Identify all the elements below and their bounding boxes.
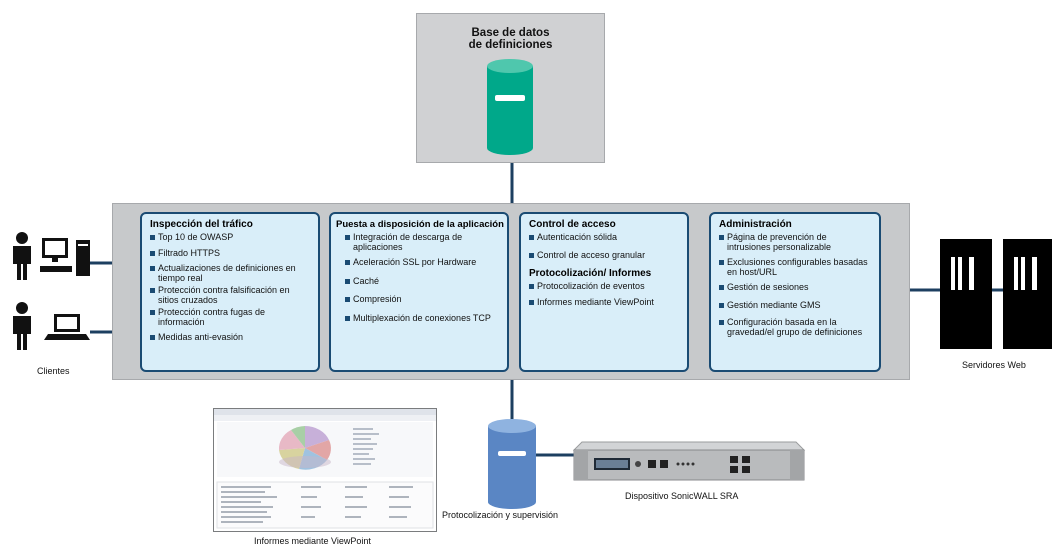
- list-item: Multiplexación de conexiones TCP: [345, 313, 499, 324]
- database-cylinder-icon: [487, 59, 533, 155]
- clients-label: Clientes: [37, 366, 70, 376]
- list-item: Protección contra fugas de información: [150, 307, 310, 327]
- panel-administration: Administración Página de prevención de i…: [709, 212, 881, 372]
- viewpoint-report-thumbnail: [213, 408, 437, 532]
- web-servers-label: Servidores Web: [962, 360, 1026, 370]
- list-item: Autenticación sólida: [529, 232, 679, 243]
- viewpoint-label: Informes mediante ViewPoint: [254, 536, 371, 546]
- list-item: Integración de descarga de aplicaciones: [345, 232, 499, 252]
- definitions-database-box: Base de datos de definiciones: [416, 13, 605, 163]
- panel-subtitle: Protocolización/ Informes: [529, 268, 652, 279]
- list-item: Gestión de sesiones: [719, 282, 871, 293]
- list-item: Aceleración SSL por Hardware: [345, 257, 499, 268]
- list-item: Compresión: [345, 294, 499, 305]
- panel-title: Control de acceso: [529, 219, 616, 230]
- list-item: Configuración basada en la gravedad/el g…: [719, 317, 871, 337]
- panel-application-delivery: Puesta a disposición de la aplicación In…: [329, 212, 509, 372]
- panel-title: Inspección del tráfico: [150, 219, 253, 230]
- panel-traffic-inspection: Inspección del tráfico Top 10 de OWASP F…: [140, 212, 320, 372]
- logging-label: Protocolización y supervisión: [442, 510, 559, 520]
- list-item: Control de acceso granular: [529, 250, 679, 261]
- client-desktop-icon: [13, 232, 90, 280]
- list-item: Informes mediante ViewPoint: [529, 297, 679, 308]
- panel-title: Puesta a disposición de la aplicación: [336, 219, 504, 230]
- list-item: Filtrado HTTPS: [150, 248, 310, 259]
- list-item: Top 10 de OWASP: [150, 232, 310, 243]
- list-item: Protección contra falsificación en sitio…: [150, 285, 310, 305]
- database-title-line2: de definiciones: [468, 39, 553, 51]
- database-title: Base de datos de definiciones: [417, 27, 604, 51]
- sra-device-icon: [572, 441, 806, 481]
- list-item: Caché: [345, 276, 499, 287]
- list-item: Actualizaciones de definiciones en tiemp…: [150, 263, 310, 283]
- panel-access-control: Control de acceso Autenticación sólida C…: [519, 212, 689, 372]
- database-title-line1: Base de datos: [471, 27, 550, 39]
- web-servers-icon: [940, 239, 1052, 349]
- list-item: Página de prevención de intrusiones pers…: [719, 232, 871, 252]
- panel-title: Administración: [719, 219, 792, 230]
- list-item: Gestión mediante GMS: [719, 300, 871, 311]
- client-laptop-icon: [13, 302, 90, 350]
- list-item: Medidas anti-evasión: [150, 332, 310, 343]
- list-item: Exclusiones configurables basadas en hos…: [719, 257, 871, 277]
- list-item: Protocolización de eventos: [529, 281, 679, 292]
- sra-device-label: Dispositivo SonicWALL SRA: [625, 491, 739, 501]
- logging-database-icon: [488, 419, 536, 509]
